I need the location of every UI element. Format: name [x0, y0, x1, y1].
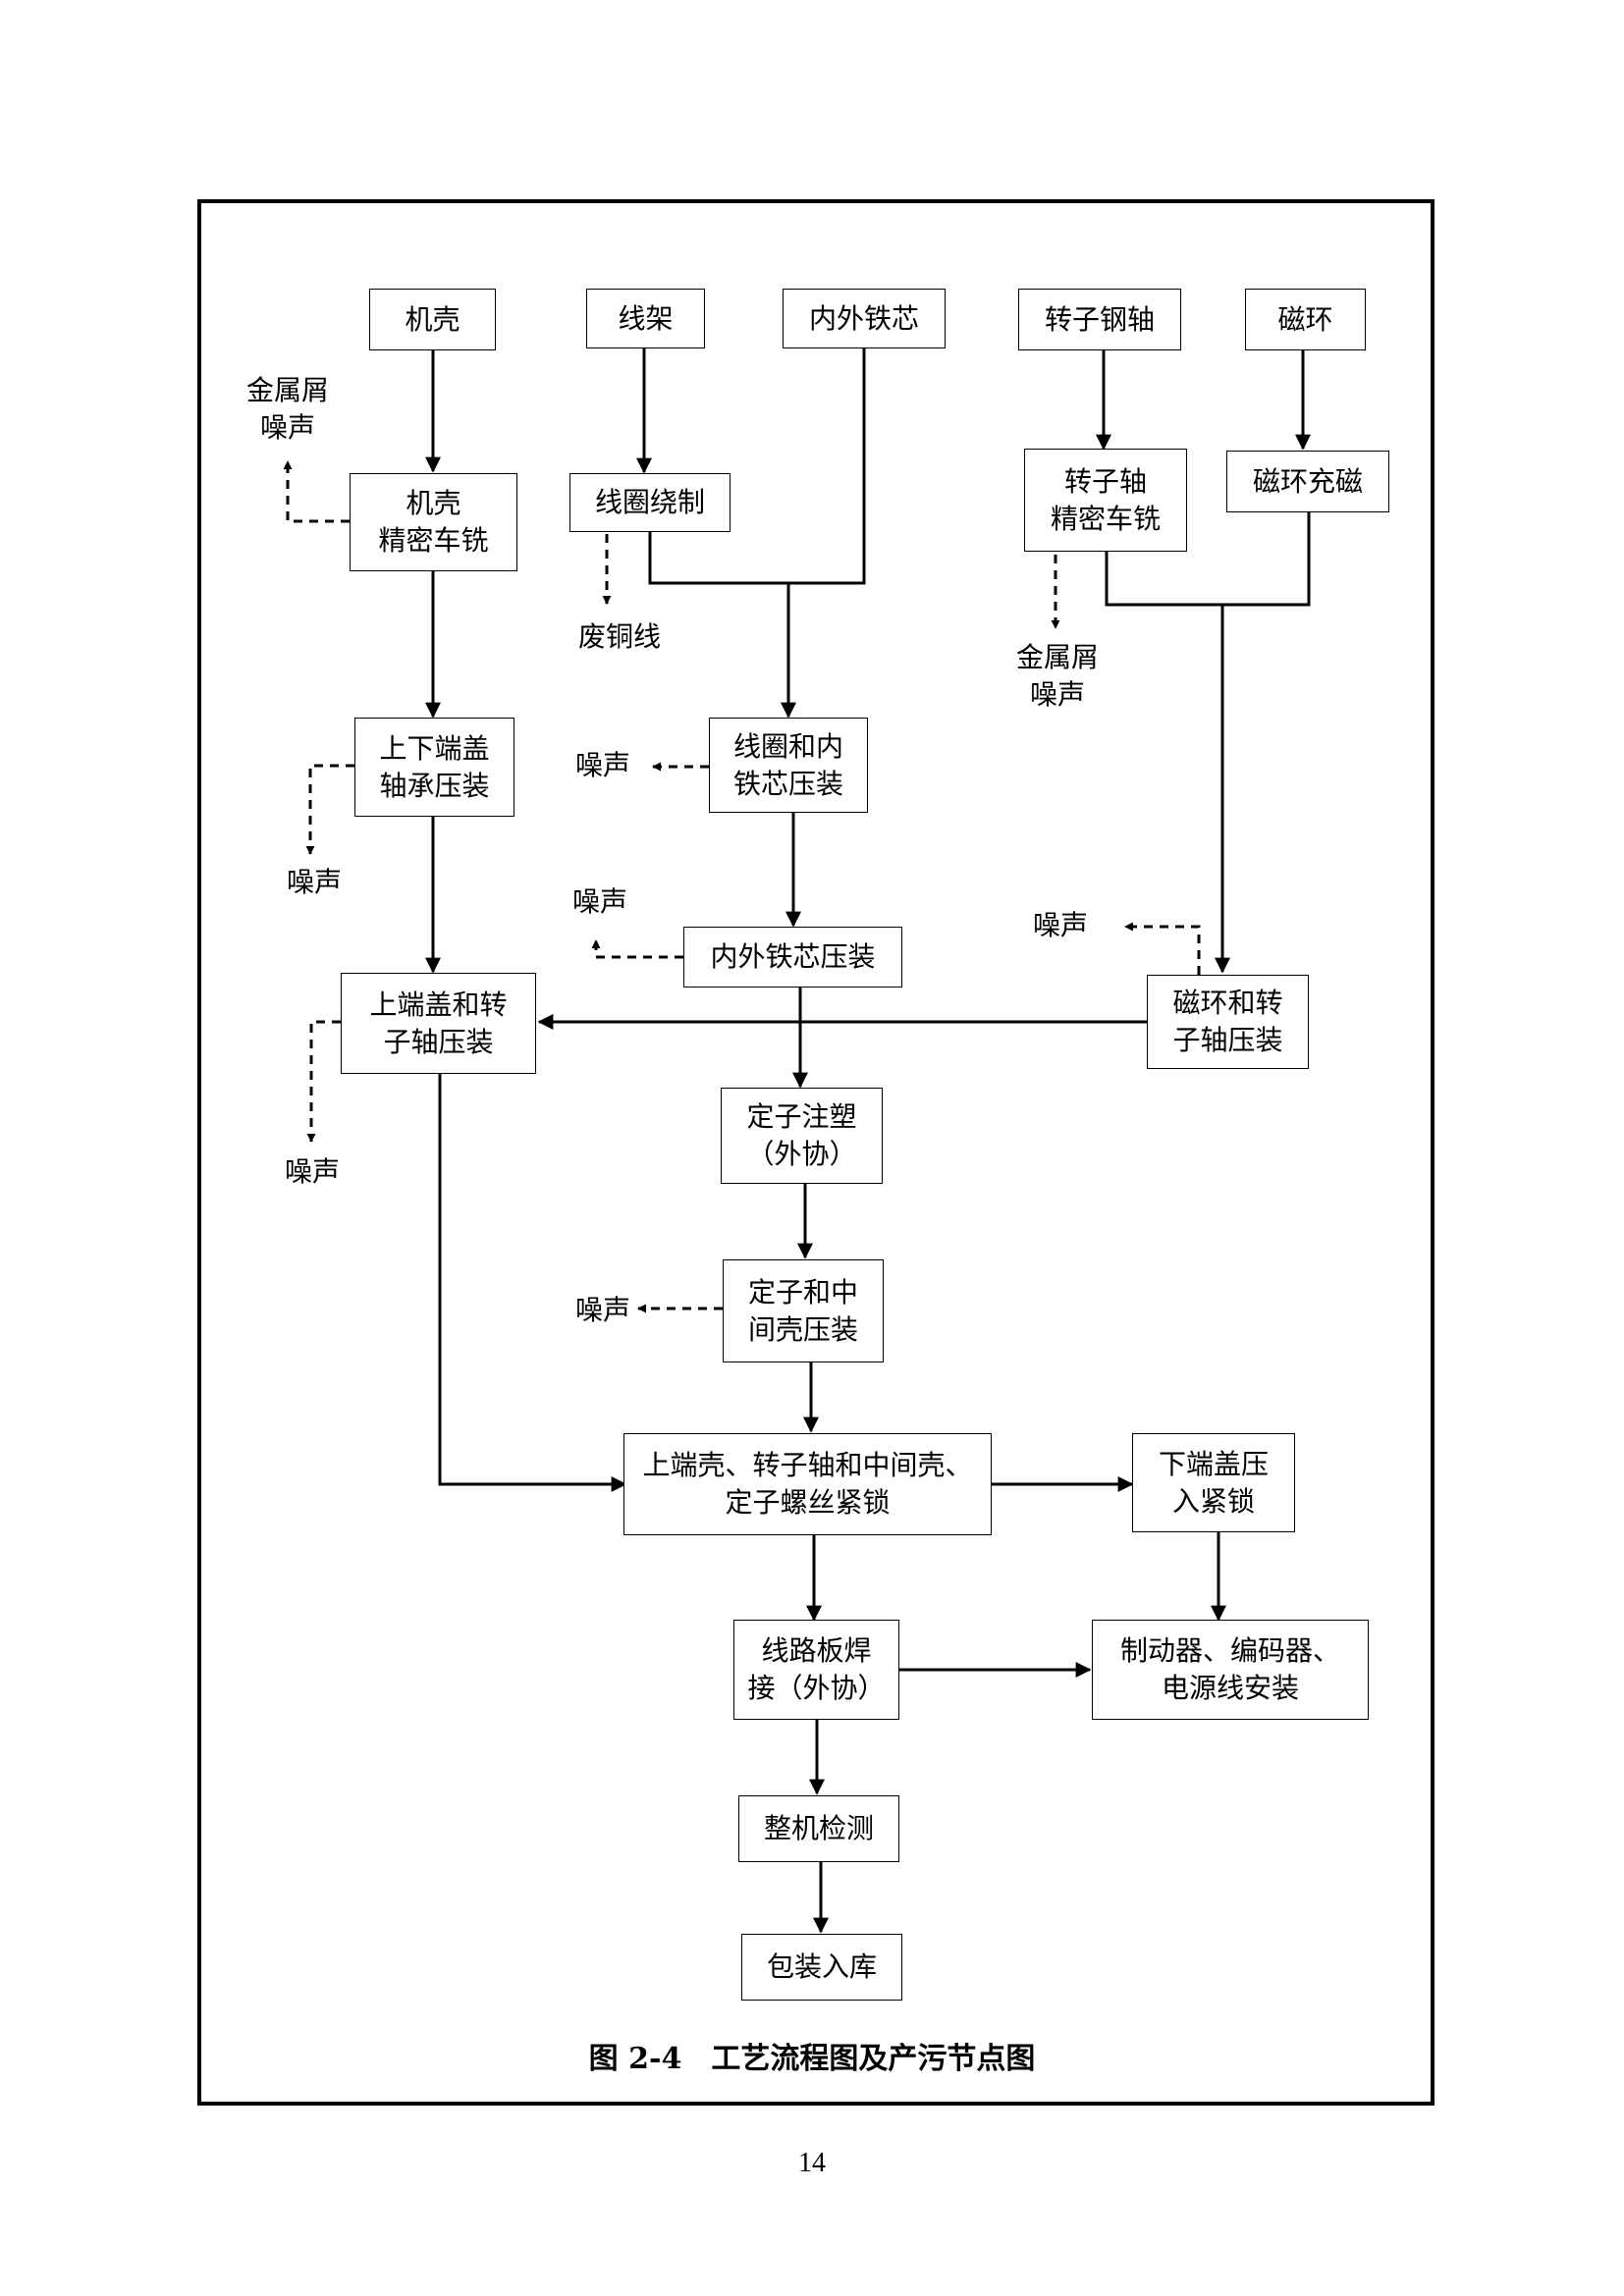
box-cihuan-chongci: 磁环充磁	[1226, 451, 1389, 512]
box-luosi-jinsuo: 上端壳、转子轴和中间壳、 定子螺丝紧锁	[623, 1433, 992, 1535]
pollutant-label-noise-xianquan: 噪声	[574, 749, 631, 781]
box-cihuan-zhuanzi: 磁环和转 子轴压装	[1147, 975, 1309, 1069]
edge-zhuanzi-cihuan-merge	[1105, 512, 1311, 607]
box-xianquan-raozhi: 线圈绕制	[569, 473, 731, 532]
pollutant-label-noise-cihuan: 噪声	[1032, 909, 1089, 941]
pollution-edge-jike-chexi	[283, 460, 350, 523]
box-dingzi-zhongjianke: 定子和中 间壳压装	[723, 1259, 884, 1362]
box-zhengji-jiance: 整机检测	[738, 1795, 899, 1862]
box-xianjia: 线架	[586, 289, 705, 348]
figure-frame	[197, 199, 1435, 2106]
edge-raozhi-tiexin-merge	[648, 348, 866, 585]
box-baozhuang: 包装入库	[741, 1934, 902, 2001]
box-shangduangai-zhuanzi: 上端盖和转 子轴压装	[341, 973, 536, 1074]
figure-caption: 图 2-4 工艺流程图及产污节点图	[588, 2042, 1036, 2076]
pollutant-label-metal-noise-2: 金属屑 噪声	[1015, 641, 1100, 711]
pollutant-label-noise-dingzi: 噪声	[574, 1294, 631, 1326]
box-zhidongqi: 制动器、编码器、 电源线安装	[1092, 1620, 1369, 1720]
box-dingzi-zhusu: 定子注塑 （外协）	[721, 1088, 883, 1184]
pollutant-label-copper-wire: 废铜线	[577, 620, 662, 653]
box-duangai-zhoucheng: 上下端盖 轴承压装	[354, 718, 514, 817]
edge-shangduangai-to-luosi	[438, 1074, 627, 1492]
box-xiaduangai: 下端盖压 入紧锁	[1132, 1433, 1295, 1532]
pollutant-label-noise-tiexin: 噪声	[571, 885, 628, 918]
box-xianquan-tiexin: 线圈和内 铁芯压装	[709, 718, 868, 813]
box-zhuanzi-gangzhou: 转子钢轴	[1018, 289, 1181, 350]
page-number: 14	[798, 2148, 826, 2178]
pollutant-label-noise-duangai: 噪声	[286, 866, 343, 898]
box-neiwai-tiexin-yazhuang: 内外铁芯压装	[683, 927, 902, 988]
box-jike-chexi: 机壳 精密车铣	[350, 473, 517, 571]
box-cihuan: 磁环	[1245, 289, 1366, 350]
box-neiwai-tiexin: 内外铁芯	[783, 289, 946, 348]
pollution-edge-cihuan	[1124, 922, 1201, 975]
pollution-edge-duangai	[305, 764, 354, 855]
pollutant-label-metal-noise-1: 金属屑 噪声	[245, 374, 330, 444]
box-xianluban: 线路板焊 接（外协）	[733, 1620, 899, 1720]
box-jike: 机壳	[369, 289, 496, 350]
pollution-edge-tiexin	[591, 939, 683, 959]
box-zhuanzizhou-chexi: 转子轴 精密车铣	[1024, 449, 1187, 552]
pollutant-label-noise-shangduangai: 噪声	[284, 1155, 341, 1188]
